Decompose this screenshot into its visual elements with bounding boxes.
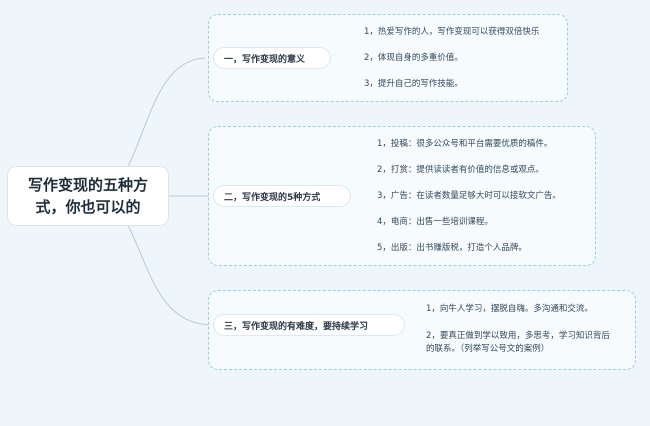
- leaf-2-1: 1，投稿：很多公众号和平台需要优质的稿件。: [377, 139, 553, 149]
- branch-label: 二，写作变现的5种方式: [224, 192, 321, 203]
- branch-label: 一，写作变现的意义: [224, 54, 306, 65]
- root-node[interactable]: 写作变现的五种方 式，你也可以的: [8, 167, 168, 225]
- branch-node-1[interactable]: 一，写作变现的意义: [214, 48, 330, 68]
- leaf-2-4: 4，电商：出售一些培训课程。: [377, 217, 493, 227]
- leaf-1-3: 3，提升自己的写作技能。: [364, 79, 463, 89]
- root-title-line-2: 式，你也可以的: [35, 198, 141, 216]
- connector-root-branch-3: [127, 224, 213, 326]
- leaf-3-1: 1，向牛人学习，摆脱自嗨。多沟通和交流。: [426, 304, 593, 314]
- leaf-1-2: 2，体现自身的多重价值。: [364, 53, 463, 63]
- group-box-3: [208, 290, 636, 370]
- leaf-2-3: 3，广告：在读者数量足够大时可以接软文广告。: [377, 191, 561, 201]
- leaf-3-2: 2，要真正做到学以致用，多思考，学习知识背后的联系。（列举写公号文的案例）: [426, 331, 610, 354]
- root-title-line-1: 写作变现的五种方: [27, 176, 148, 194]
- connector-root-branch-1: [127, 57, 206, 168]
- branch-node-2[interactable]: 二，写作变现的5种方式: [214, 186, 350, 206]
- leaf-1-1: 1，热爱写作的人，写作变现可以获得双倍快乐: [364, 27, 540, 37]
- branch-node-3[interactable]: 三，写作变现的有难度，要持续学习: [214, 315, 404, 335]
- leaf-2-5: 5，出版：出书赚版税，打造个人品牌。: [377, 243, 527, 253]
- leaf-2-2: 2，打赏：提供读读者有价值的信息或观点。: [377, 165, 544, 175]
- branch-label: 三，写作变现的有难度，要持续学习: [224, 321, 369, 332]
